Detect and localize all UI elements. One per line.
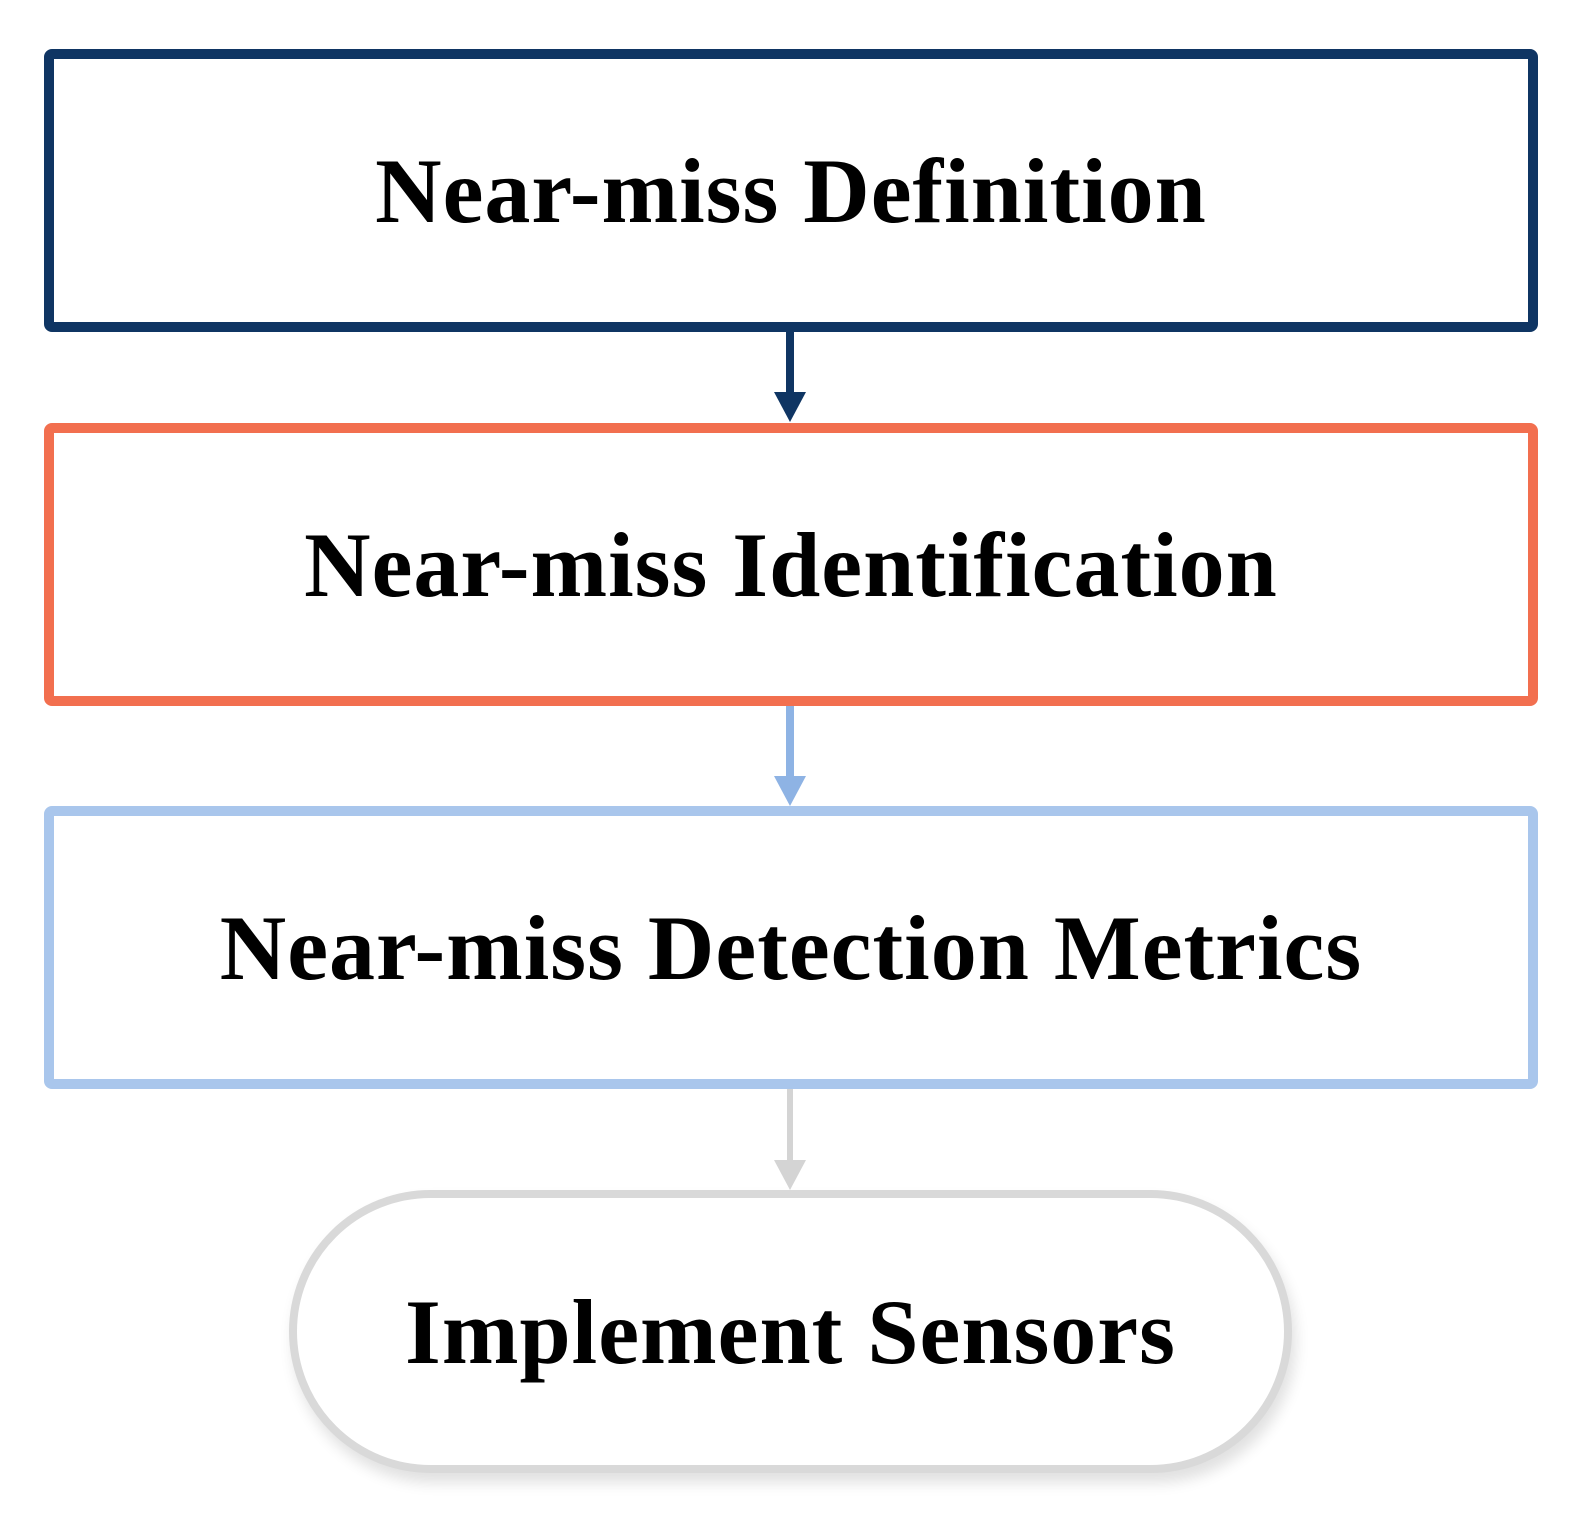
step-near-miss-identification: Near-miss Identification — [44, 423, 1538, 706]
step-implement-sensors: Implement Sensors — [289, 1190, 1292, 1473]
arrow-identification-to-metrics — [774, 706, 806, 806]
step-label: Near-miss Identification — [304, 513, 1278, 616]
arrow-definition-to-identification — [774, 332, 806, 422]
step-label: Near-miss Detection Metrics — [219, 896, 1363, 999]
arrow-metrics-to-sensors — [774, 1089, 806, 1190]
step-near-miss-detection-metrics: Near-miss Detection Metrics — [44, 806, 1538, 1089]
step-near-miss-definition: Near-miss Definition — [44, 49, 1538, 332]
step-label: Near-miss Definition — [375, 139, 1207, 242]
step-label: Implement Sensors — [405, 1280, 1176, 1383]
